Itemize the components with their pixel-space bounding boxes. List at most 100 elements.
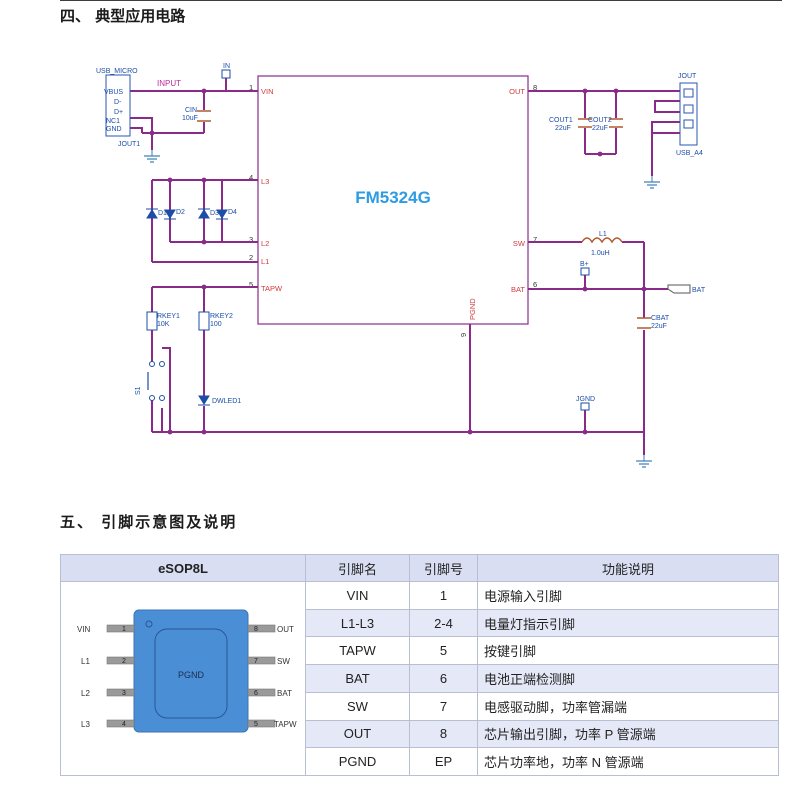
s1-ref: S1 (135, 386, 142, 395)
dwled1-ref: DWLED1 (212, 398, 241, 405)
table-cell: PGND (305, 747, 410, 776)
table-cell: BAT (305, 664, 410, 693)
pkg-pin-num-2: 2 (122, 658, 126, 665)
table-cell: EP (409, 747, 478, 776)
ground-symbol-output (643, 175, 661, 189)
table-cell: 8 (409, 719, 478, 749)
jout-ref: JOUT (678, 73, 697, 80)
jgnd-test-pin (580, 402, 590, 411)
top-rule (60, 0, 782, 1)
table-cell: 5 (409, 636, 478, 666)
pin-label-sw: SW (513, 239, 526, 248)
table-row: TAPW 5 按键引脚 (61, 636, 779, 666)
usb-micro-pin-dplus: D+ (114, 109, 123, 116)
ic-body (257, 75, 529, 325)
in-test-pin (221, 69, 231, 79)
led-d4 (216, 209, 228, 219)
pin1-marker (145, 620, 153, 628)
table-cell: VIN (305, 581, 410, 610)
table-cell: 6 (409, 664, 478, 693)
bplus-test-pin (580, 267, 590, 276)
application-circuit-schematic: FM5324G VIN L3 L2 L1 TAPW OUT SW BAT PGN… (96, 63, 706, 468)
rkey2-value: 100 (210, 321, 222, 328)
table-cell: 芯片输出引脚，功率 P 管源端 (477, 719, 779, 749)
bat-net-label: BAT (692, 287, 706, 294)
table-cell: 电源输入引脚 (477, 581, 779, 610)
usb-micro-pin-nc1: NC1 (106, 118, 120, 125)
rkey1-ref: RKEY1 (157, 313, 180, 320)
pin-num-8: 8 (533, 83, 537, 92)
pin-num-4: 4 (249, 173, 253, 182)
table-cell: SW (305, 691, 410, 721)
table-cell: 芯片功率地，功率 N 管源端 (477, 747, 779, 776)
table-cell: 电量灯指示引脚 (477, 608, 779, 638)
cout1-ref: COUT1 (549, 117, 573, 124)
jgnd-label: JGND (576, 396, 595, 403)
section-5-title: 五、 引脚示意图及说明 (60, 513, 238, 531)
pin-label-pgnd: PGND (468, 298, 477, 320)
pin-label-l1: L1 (261, 257, 269, 266)
pin-label-out: OUT (509, 87, 525, 96)
cout2-value: 22uF (592, 125, 608, 132)
pin-label-l2: L2 (261, 239, 269, 248)
pin-num-5: 5 (249, 280, 253, 289)
pin-label-tapw: TAPW (261, 284, 283, 293)
rkey1-value: 10K (157, 321, 170, 328)
table-cell: L1-L3 (305, 608, 410, 638)
l1-value: 1.0uH (591, 250, 610, 257)
table-cell: 电感驱动脚，功率管漏端 (477, 691, 779, 721)
cin-value: 10uF (182, 115, 198, 122)
ground-symbol-input (143, 149, 161, 163)
pkg-pin-name-sw: SW (277, 657, 290, 666)
junction-dots (149, 88, 647, 435)
input-net-label: INPUT (157, 79, 181, 88)
pkg-pin-name-l3: L3 (81, 720, 90, 729)
usb-micro-pin-vbus: VBUS (104, 89, 123, 96)
cout2-ref: COUT2 (588, 117, 612, 124)
ground-symbol-main (635, 454, 653, 468)
pkg-pin-name-l1: L1 (81, 657, 90, 666)
section-4-title: 四、 典型应用电路 (60, 7, 186, 25)
cout1-value: 22uF (555, 125, 571, 132)
in-label: IN (223, 63, 230, 70)
usb-a-label: USB_A4 (676, 150, 703, 157)
bplus-label: B+ (580, 261, 589, 268)
col-pin-number: 引脚号 (409, 554, 478, 582)
led-d1 (146, 209, 158, 219)
pin-num-3: 3 (249, 235, 253, 244)
usb-micro-connector (105, 74, 131, 137)
inductor-l1 (581, 237, 623, 244)
pkg-pin-name-out: OUT (277, 625, 294, 634)
table-cell: 7 (409, 691, 478, 721)
d3-ref: D3 (210, 210, 219, 217)
led-d2 (164, 209, 176, 219)
led-d3 (198, 209, 210, 219)
pkg-pin-num-1: 1 (122, 626, 126, 633)
rkey1-resistor (146, 311, 158, 331)
package-center-label: PGND (178, 670, 205, 680)
usb-a-connector (679, 82, 698, 146)
pkg-pin-name-bat: BAT (277, 689, 292, 698)
pkg-pin-num-7: 7 (254, 658, 258, 665)
d4-ref: D4 (228, 209, 237, 216)
pin-num-2: 2 (249, 253, 253, 262)
pkg-pin-num-5: 5 (254, 721, 258, 728)
exposed-pad (154, 628, 228, 719)
pin-label-vin: VIN (261, 87, 274, 96)
pin-num-9: 9 (459, 333, 468, 337)
pkg-pin-num-8: 8 (254, 626, 258, 633)
pkg-pin-num-6: 6 (254, 690, 258, 697)
pin-num-1: 1 (249, 83, 253, 92)
table-row: L1-L3 2-4 电量灯指示引脚 (61, 608, 779, 638)
cin-ref: CIN (185, 107, 197, 114)
pkg-pin-num-4: 4 (122, 721, 126, 728)
esop8l-package-diagram: PGND 1 2 3 4 8 7 6 5 (77, 609, 297, 733)
table-row: OUT 8 芯片输出引脚，功率 P 管源端 (61, 719, 779, 749)
pin-num-6: 6 (533, 280, 537, 289)
l1-ref: L1 (599, 231, 607, 238)
pkg-pin-name-tapw: TAPW (274, 720, 297, 729)
bat-net-flag (667, 284, 691, 294)
col-pin-name: 引脚名 (305, 554, 410, 582)
col-function: 功能说明 (477, 554, 779, 582)
table-cell: 按键引脚 (477, 636, 779, 666)
